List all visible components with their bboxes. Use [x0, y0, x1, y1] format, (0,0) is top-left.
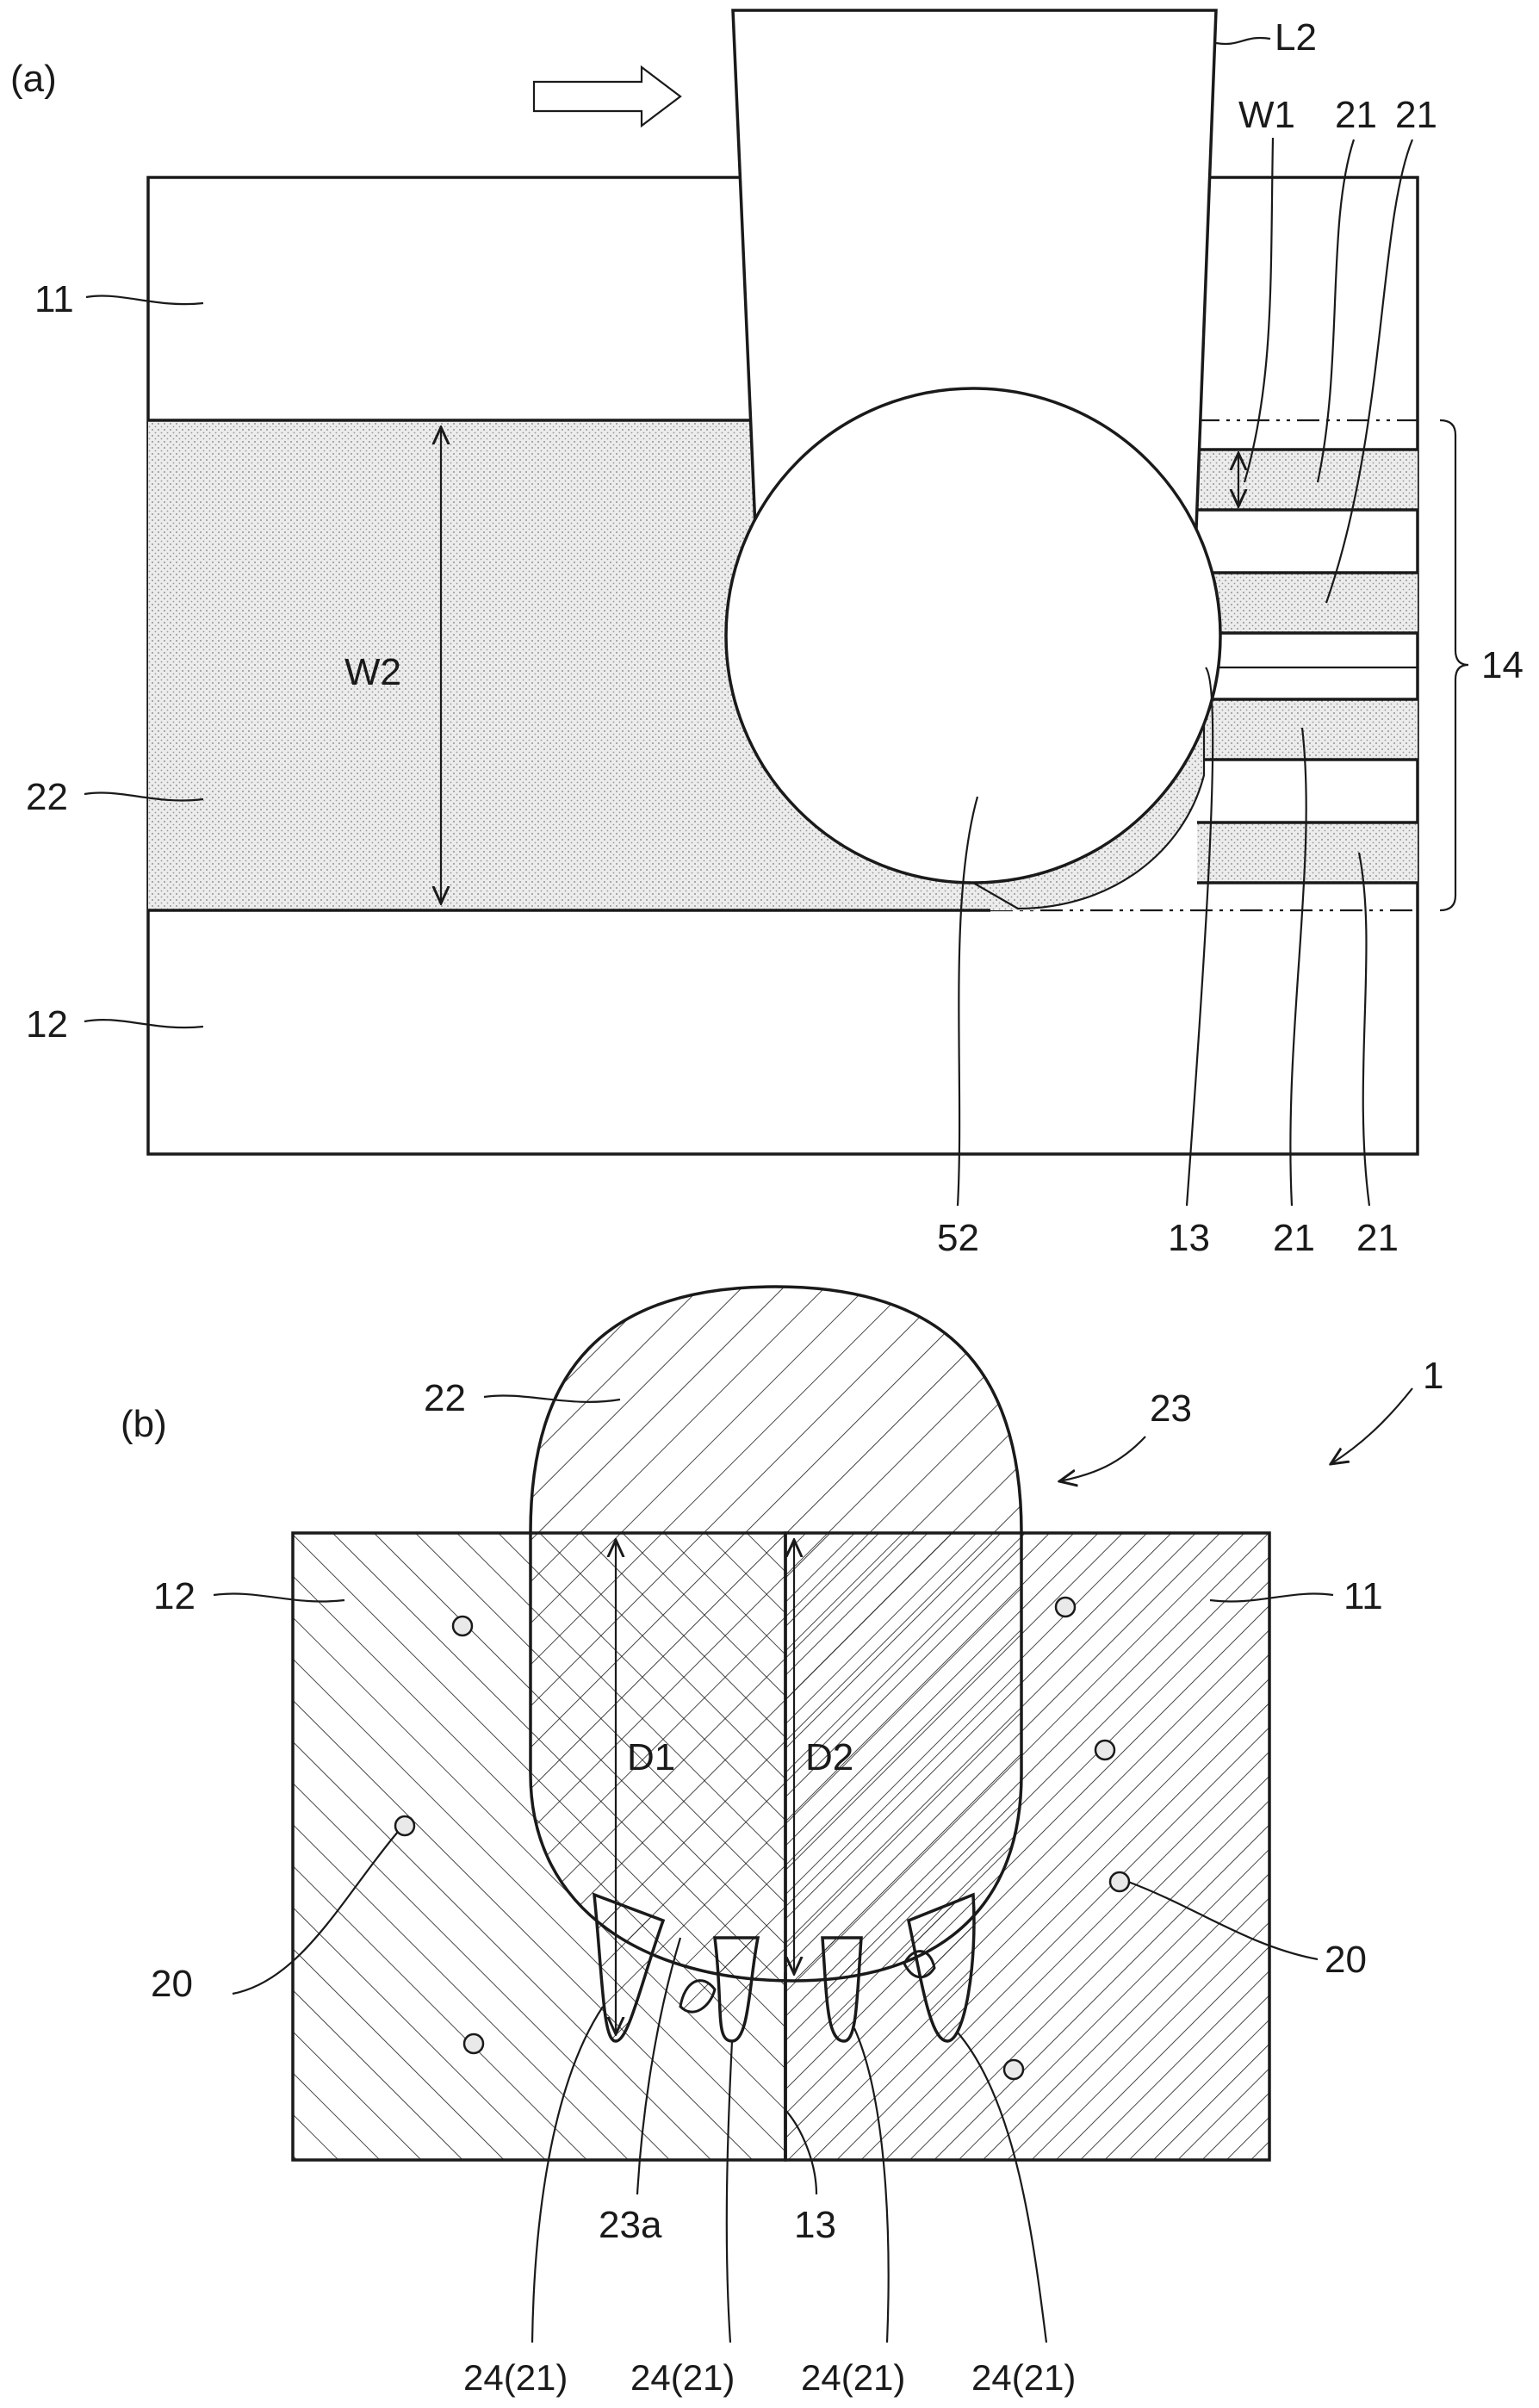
leader-beam [1215, 36, 1271, 46]
leader-spot [956, 796, 979, 1207]
leader-pore-right [1127, 1880, 1319, 1961]
spatter-blob [679, 1979, 717, 2014]
finger-label-4: 24(21) [971, 2357, 1076, 2398]
d1-label: D1 [627, 1736, 675, 1778]
pore [462, 2033, 485, 2055]
leader-spatter-bottom-1 [1289, 727, 1307, 1207]
pore-left-label: 20 [151, 1963, 193, 2005]
spatter-top-label-1: 21 [1335, 94, 1377, 136]
w1-text: W1 [1238, 94, 1295, 136]
bead-label-a: 22 [26, 776, 68, 818]
spatter-bottom-label-2: 21 [1356, 1217, 1399, 1259]
leader-gap-b [785, 2109, 818, 2195]
panel-a-tag: (a) [10, 58, 57, 100]
leader-bead-b [483, 1394, 621, 1403]
leader-bead-a [84, 791, 204, 802]
leader-spatter-top-1 [1316, 139, 1356, 483]
leader-gap-a [1185, 667, 1214, 1207]
member-lower-label: 12 [26, 1003, 68, 1046]
pore [1002, 2058, 1025, 2081]
pore [1108, 1871, 1131, 1893]
weld-bead-section [529, 1285, 1023, 1983]
panel-a: (a) [10, 9, 1523, 1259]
spatter-top-label-2: 21 [1395, 94, 1437, 136]
member-upper-label: 11 [34, 278, 74, 320]
pore [394, 1815, 416, 1837]
member-left-label: 12 [153, 1575, 195, 1617]
leader-root [636, 1937, 682, 2195]
panel-b: (b) D1 D2 [121, 1285, 1443, 2398]
finger-label-1: 24(21) [463, 2357, 568, 2398]
leader-spatter-top-2 [1325, 139, 1414, 604]
pore-right-label: 20 [1325, 1939, 1367, 1981]
spatter-band [1197, 450, 1418, 510]
region-label: 14 [1481, 644, 1523, 686]
spatter-band [1197, 699, 1418, 760]
beam-label: L2 [1275, 16, 1317, 59]
member-right-label: 11 [1344, 1575, 1383, 1617]
spot-label: 52 [937, 1217, 979, 1259]
pore [451, 1615, 474, 1637]
gap-label-a: 13 [1168, 1217, 1210, 1259]
finger-label-3: 24(21) [801, 2357, 905, 2398]
pore [1094, 1739, 1116, 1761]
travel-direction-arrow-icon [532, 65, 682, 128]
leader-finger-3 [853, 2027, 890, 2343]
leader-w1 [1243, 137, 1275, 483]
pores [394, 1596, 1131, 2081]
panel-b-tag: (b) [121, 1403, 167, 1445]
joint-label: 23 [1150, 1387, 1192, 1430]
finger-label-2: 24(21) [630, 2357, 735, 2398]
leader-member-left [213, 1592, 345, 1603]
leader-member-upper [85, 295, 204, 306]
spatter-band [1197, 822, 1418, 883]
leader-spatter-bottom-2 [1357, 852, 1371, 1207]
melt-spot [724, 387, 1222, 884]
spatter-band [1197, 573, 1418, 633]
assembly-arrow-icon [1331, 1387, 1413, 1464]
d2-label: D2 [805, 1736, 853, 1778]
assembly-label: 1 [1423, 1355, 1443, 1397]
w2-label: W2 [344, 651, 401, 693]
leader-pore-left [232, 1831, 399, 1995]
region-brace [1439, 419, 1469, 912]
leader-finger-4 [957, 2032, 1048, 2343]
leader-finger-2 [725, 2040, 734, 2343]
joint-arrow-icon [1059, 1436, 1146, 1481]
spatter-bottom-label-1: 21 [1273, 1217, 1315, 1259]
spatter-bands [1197, 448, 1418, 884]
leader-member-right [1209, 1592, 1334, 1603]
pore [1054, 1596, 1077, 1618]
leader-finger-1 [531, 2006, 604, 2343]
leader-member-lower [84, 1018, 204, 1029]
bead-label-b: 22 [424, 1377, 466, 1419]
root-label: 23a [599, 2204, 662, 2246]
gap-label-b: 13 [794, 2204, 836, 2246]
